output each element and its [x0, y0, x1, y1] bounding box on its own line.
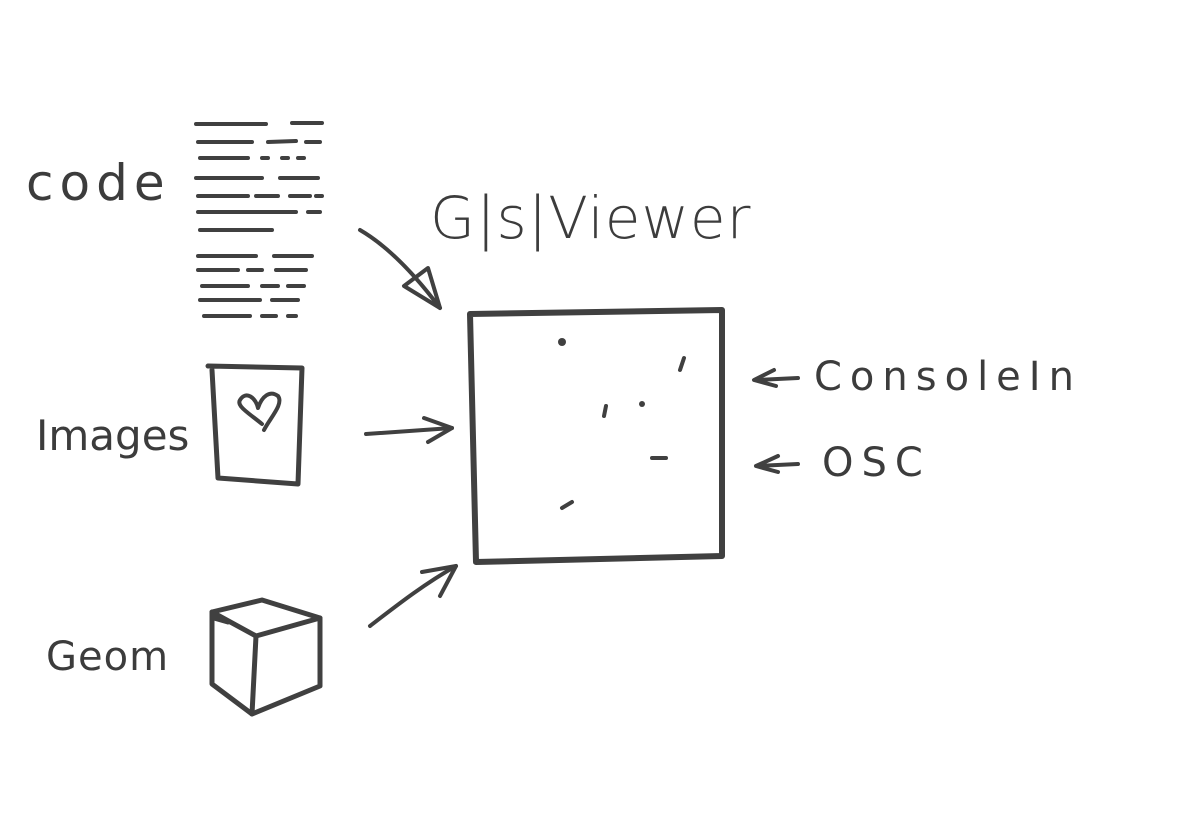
osc-label: OSC — [822, 440, 931, 486]
pixel-dot — [639, 401, 645, 407]
console-in-arrow — [752, 368, 800, 388]
diagram-title: G|s|Viewer — [430, 184, 751, 252]
images-label: Images — [36, 411, 189, 460]
geom-label: Geom — [46, 634, 169, 680]
console-in-label: ConsoleIn — [814, 354, 1082, 400]
pixel-dot — [558, 338, 566, 346]
osc-arrow — [754, 454, 800, 474]
viewer-window — [467, 307, 725, 565]
code-document-icon — [194, 121, 324, 318]
cube-icon — [209, 597, 323, 717]
images-arrow — [364, 416, 454, 444]
code-arrow — [358, 228, 442, 310]
code-label: code — [26, 154, 171, 212]
image-frame-icon — [205, 363, 305, 487]
geom-arrow — [368, 564, 458, 628]
